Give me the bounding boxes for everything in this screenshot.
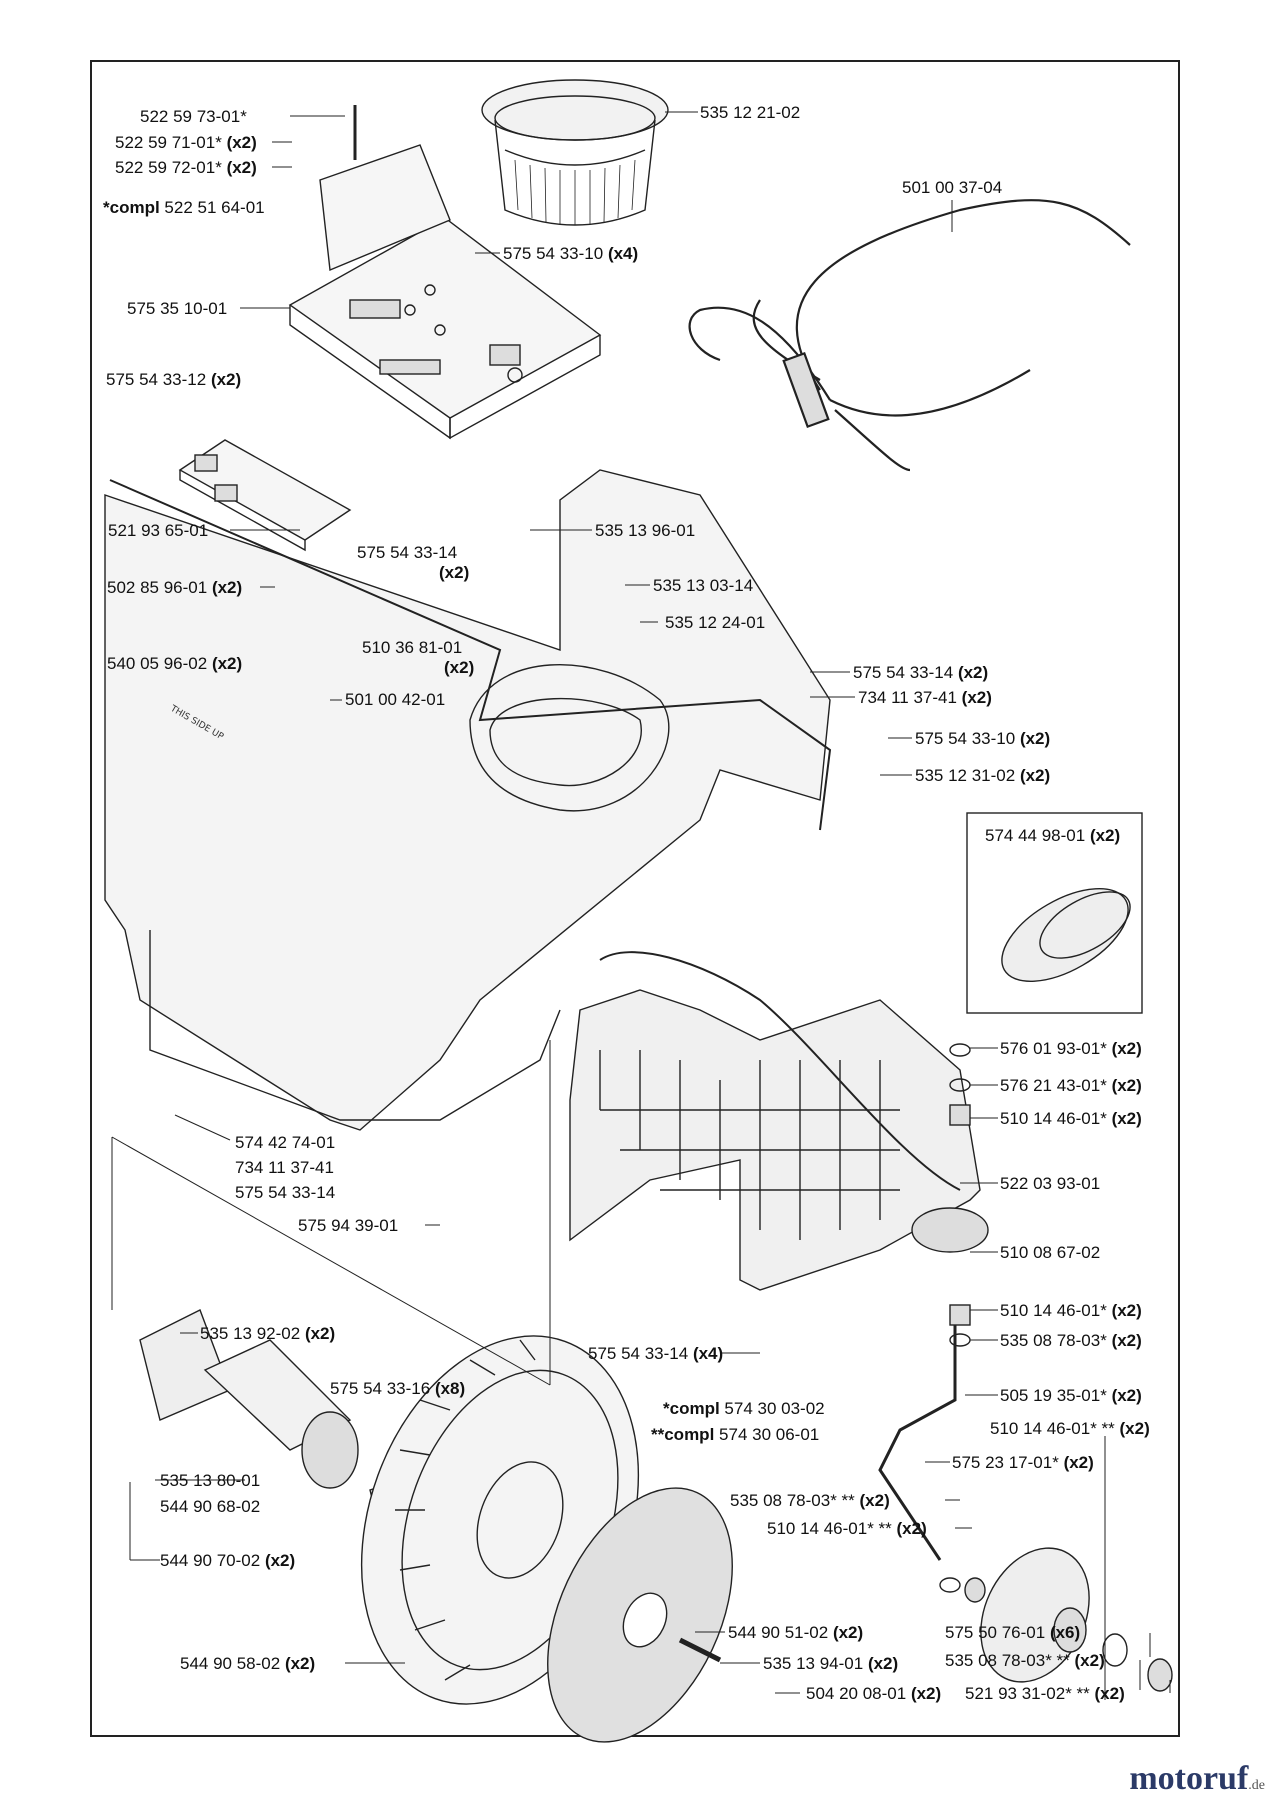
part-label: 575 54 33-14 (x2) — [853, 663, 989, 682]
diagram-frame — [90, 60, 1180, 1737]
inset-wheel-ring — [966, 812, 1143, 1014]
part-label: 574 42 74-01 — [235, 1133, 336, 1152]
part-label: 521 93 31-02* ** (x2) — [965, 1684, 1125, 1703]
part-label: 510 14 46-01* (x2) — [1000, 1109, 1142, 1128]
part-label: 521 93 65-01 — [108, 521, 209, 540]
part-label: 504 20 08-01 (x2) — [806, 1684, 942, 1703]
part-label: 505 19 35-01* (x2) — [1000, 1386, 1142, 1405]
front-caster-wheel — [878, 1315, 1173, 1692]
leader-lines — [129, 111, 1171, 1700]
part-label: 575 54 33-16 (x8) — [330, 1379, 466, 1398]
part-label: 576 01 93-01* (x2) — [1000, 1039, 1142, 1058]
part-label: 502 85 96-01 (x2) — [107, 578, 243, 597]
part-label: 535 12 24-01 — [665, 613, 766, 632]
part-label: 544 90 51-02 (x2) — [728, 1623, 864, 1642]
part-label: 544 90 68-02 — [160, 1497, 261, 1516]
part-label: 575 54 33-14 (x4) — [588, 1344, 724, 1363]
motor-group-outline — [111, 1040, 551, 1386]
part-label: 574 44 98-01 (x2) — [985, 826, 1121, 845]
part-label: 544 90 58-02 (x2) — [180, 1654, 316, 1673]
part-label: 510 08 67-02 — [1000, 1243, 1101, 1262]
part-label: 535 13 03-14 — [653, 576, 754, 595]
part-label: 575 35 10-01 — [127, 299, 228, 318]
part-label: 544 90 70-02 (x2) — [160, 1551, 296, 1570]
part-label: 535 08 78-03* ** (x2) — [945, 1651, 1105, 1670]
part-label: 575 54 33-14 — [235, 1183, 336, 1202]
part-label: 575 94 39-01 — [298, 1216, 399, 1235]
part-label: 575 54 33-12 (x2) — [106, 370, 242, 389]
part-label: 575 54 33-10 (x2) — [915, 729, 1051, 748]
part-label: 501 00 42-01 — [345, 690, 446, 709]
brand-watermark: motoruf.de — [1129, 1760, 1265, 1797]
part-label: 522 59 72-01* (x2) — [115, 158, 257, 177]
part-label: 522 59 71-01* (x2) — [115, 133, 257, 152]
part-label: 510 14 46-01* (x2) — [1000, 1301, 1142, 1320]
part-label: 510 36 81-01(x2) — [362, 638, 475, 677]
rear-chassis — [569, 989, 989, 1291]
part-label: 535 13 94-01 (x2) — [763, 1654, 899, 1673]
hubcap — [547, 1487, 733, 1743]
part-label: 522 59 73-01* — [140, 107, 247, 126]
part-label: 576 21 43-01* (x2) — [1000, 1076, 1142, 1095]
part-label: 575 23 17-01* (x2) — [952, 1453, 1094, 1472]
main-circuit-board — [288, 105, 602, 440]
part-label: 535 08 78-03* ** (x2) — [730, 1491, 890, 1510]
part-label: 575 54 33-10 (x4) — [503, 244, 639, 263]
part-label: 535 08 78-03* (x2) — [1000, 1331, 1142, 1350]
part-label: 535 13 80-01 — [160, 1471, 261, 1490]
motor-assembly — [139, 1309, 411, 1531]
part-label: 734 11 37-41 — [235, 1158, 334, 1177]
part-label: 575 54 33-14(x2) — [357, 543, 470, 582]
part-label: 535 13 96-01 — [595, 521, 696, 540]
part-label: 510 14 46-01* ** (x2) — [767, 1519, 927, 1538]
cylinder-part — [481, 79, 669, 226]
part-label: *compl 522 51 64-01 — [103, 198, 265, 217]
part-label: 535 13 92-02 (x2) — [200, 1324, 336, 1343]
part-label: 734 11 37-41 (x2) — [858, 688, 992, 707]
part-label: *compl 574 30 03-02 — [663, 1399, 825, 1418]
part-label: 540 05 96-02 (x2) — [107, 654, 243, 673]
part-label: 501 00 37-04 — [902, 178, 1003, 197]
wire-loop — [599, 951, 961, 1191]
part-label: 522 03 93-01 — [1000, 1174, 1101, 1193]
wire-harness — [688, 199, 1131, 472]
small-circuit-board — [178, 439, 352, 552]
part-label: 535 12 31-02 (x2) — [915, 766, 1051, 785]
chassis-body — [104, 469, 832, 1131]
part-label: 510 14 46-01* ** (x2) — [990, 1419, 1150, 1438]
part-label: 575 50 76-01 (x6) — [945, 1623, 1081, 1642]
part-label: **compl 574 30 06-01 — [651, 1425, 820, 1444]
part-label: 535 12 21-02 — [700, 103, 801, 122]
